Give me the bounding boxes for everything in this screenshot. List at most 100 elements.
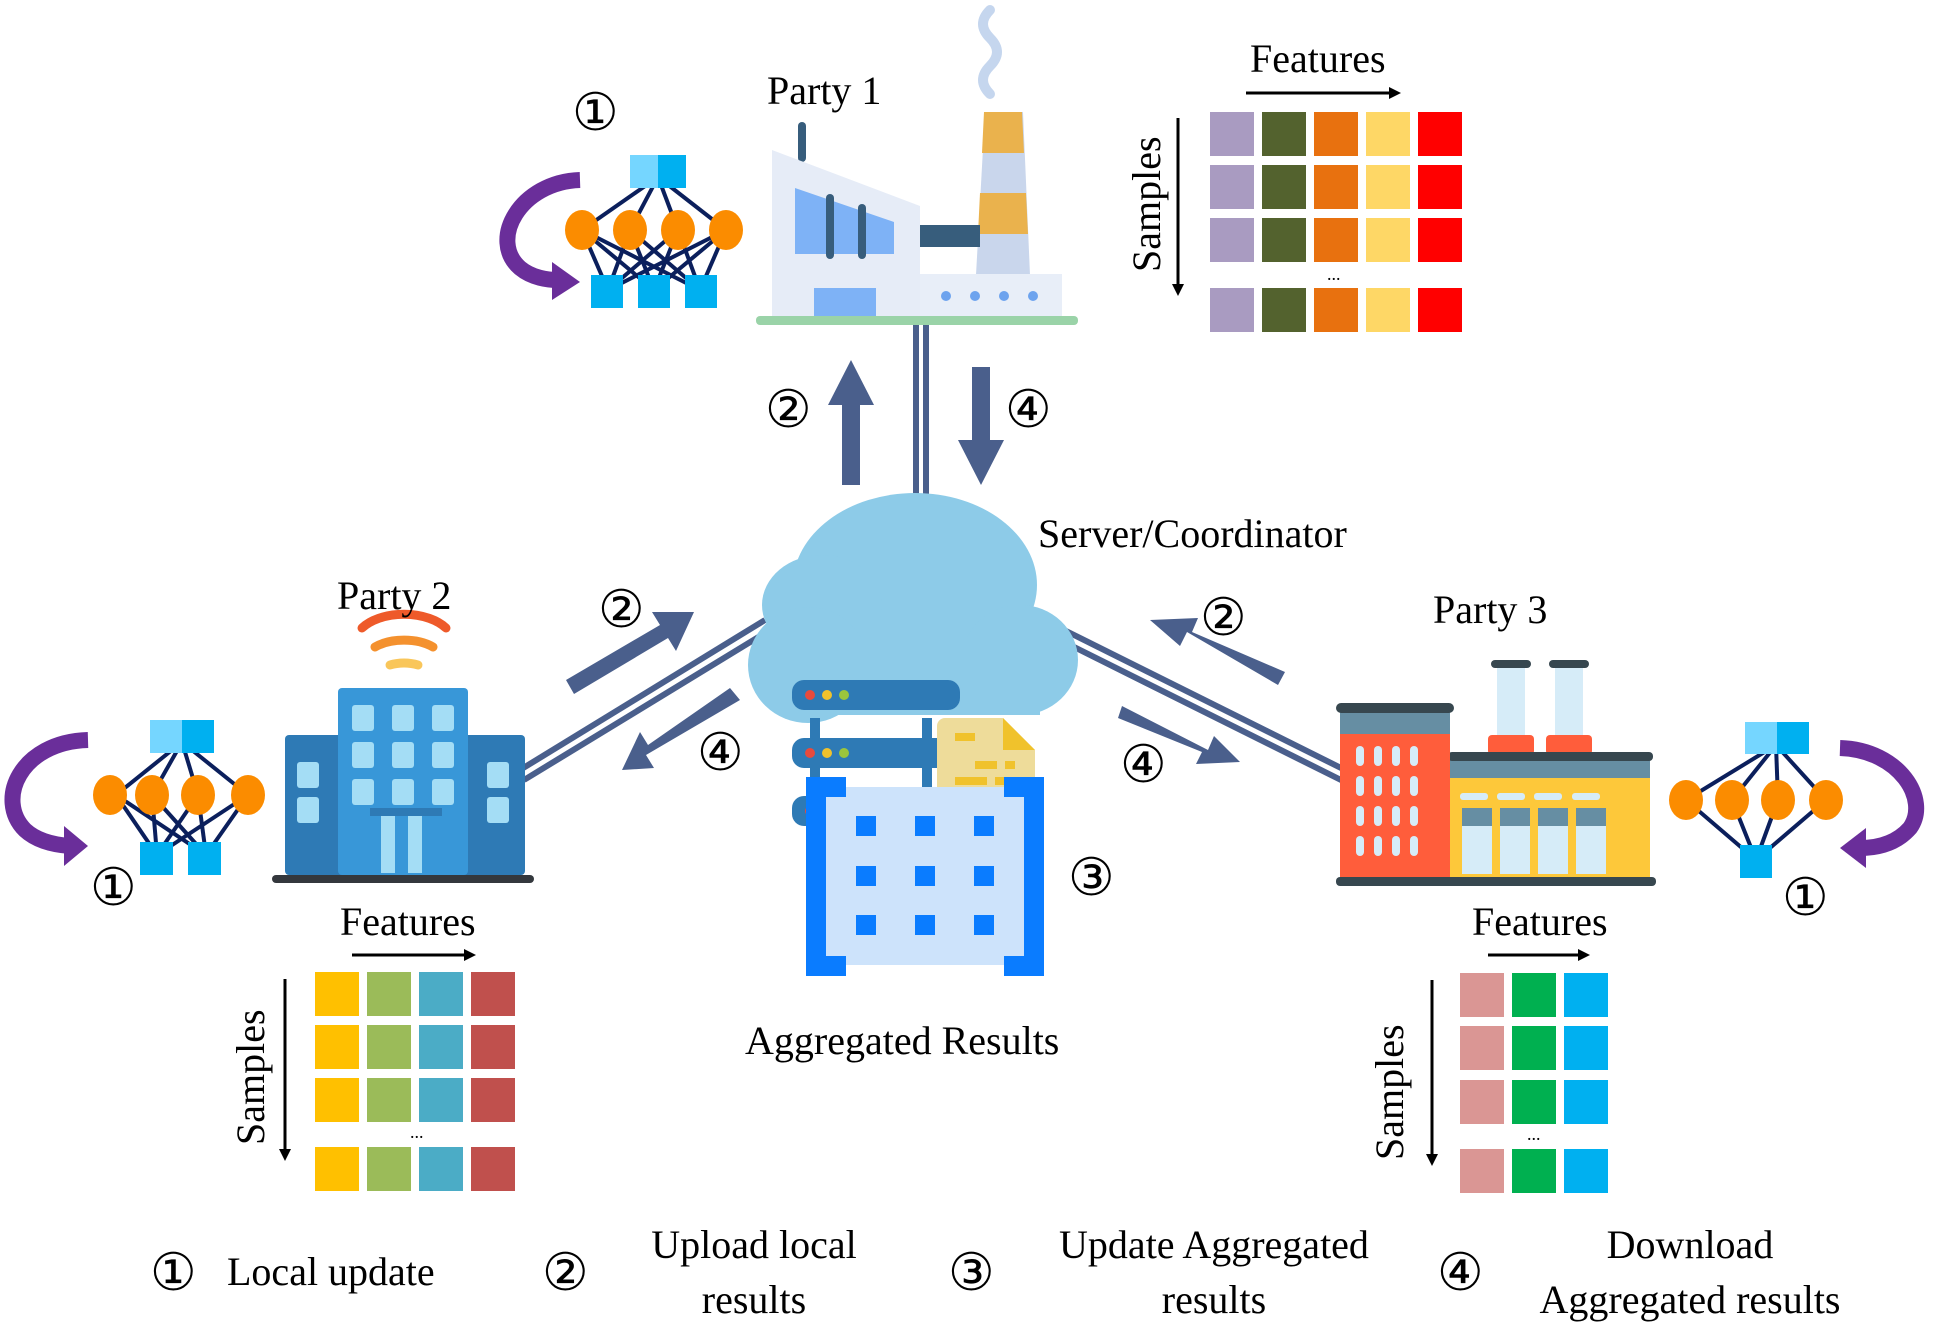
party1-ellipsis: ...: [1327, 264, 1341, 284]
legend: ① Local update ② Upload local results ③ …: [150, 1222, 1841, 1322]
upload-marker-party2: ②: [598, 582, 645, 639]
legend-text-line2: results: [1162, 1277, 1266, 1322]
matrix-cell: [1564, 1080, 1608, 1124]
matrix-cell: [419, 972, 463, 1016]
upload-arrow-party1: [828, 360, 874, 485]
matrix-cell: [1210, 218, 1254, 262]
party1-features-label: Features: [1250, 36, 1386, 81]
party3-factory-icon: [1336, 660, 1656, 886]
matrix-cell: [1262, 165, 1306, 209]
legend-item-download: ④ Download Aggregated results: [1437, 1222, 1841, 1322]
matrix-cell: [1210, 112, 1254, 156]
matrix-cell: [315, 1078, 359, 1122]
matrix-cell: [1210, 288, 1254, 332]
legend-item-local-update: ① Local update: [150, 1245, 435, 1302]
matrix-cell: [315, 1147, 359, 1191]
aggregated-step-marker: ③: [1068, 850, 1115, 907]
matrix-cell: [1460, 1026, 1504, 1070]
matrix-cell: [1460, 1149, 1504, 1193]
matrix-cell: [419, 1025, 463, 1069]
matrix-cell: [1418, 165, 1462, 209]
party1-samples-label: Samples: [1124, 136, 1169, 272]
party2-step-marker: ①: [90, 860, 137, 917]
party3-neural-network-icon: [1669, 722, 1925, 878]
matrix-cell: [1512, 973, 1556, 1017]
legend-text-line1: Upload local: [651, 1222, 857, 1267]
legend-item-update-aggregated: ③ Update Aggregated results: [948, 1222, 1369, 1322]
party3-samples-label: Samples: [1367, 1024, 1412, 1160]
party1-data-matrix: Features Samples ...: [1124, 36, 1462, 332]
matrix-cell: [315, 972, 359, 1016]
matrix-cell: [1262, 218, 1306, 262]
matrix-cell: [1460, 973, 1504, 1017]
matrix-cell: [367, 1078, 411, 1122]
matrix-cell: [1418, 288, 1462, 332]
matrix-cell: [367, 972, 411, 1016]
matrix-cell: [471, 972, 515, 1016]
matrix-cell: [1366, 288, 1410, 332]
matrix-cell: [1366, 218, 1410, 262]
matrix-cell: [1314, 165, 1358, 209]
download-marker-party3: ④: [1120, 737, 1167, 794]
legend-marker: ③: [948, 1245, 995, 1302]
party2-ellipsis: ...: [410, 1122, 424, 1142]
matrix-cell: [1314, 288, 1358, 332]
matrix-cell: [1366, 112, 1410, 156]
matrix-cell: [1460, 1080, 1504, 1124]
link-party2: [518, 617, 772, 783]
upload-arrow-party3: [1150, 618, 1285, 685]
matrix-cell: [471, 1078, 515, 1122]
party3-matrix-cells: [1460, 973, 1608, 1193]
matrix-cell: [1564, 1026, 1608, 1070]
matrix-cell: [1366, 165, 1410, 209]
party3-data-matrix: Features Samples ...: [1367, 899, 1608, 1193]
legend-text-line2: results: [702, 1277, 806, 1322]
legend-text-line2: Aggregated results: [1539, 1277, 1840, 1322]
matrix-cell: [315, 1025, 359, 1069]
party2-matrix-cells: [315, 972, 515, 1191]
download-arrow-party1: [958, 367, 1004, 485]
download-marker-party1: ④: [1005, 382, 1052, 439]
matrix-cell: [1564, 1149, 1608, 1193]
matrix-cell: [1512, 1149, 1556, 1193]
server-label: Server/Coordinator: [1038, 511, 1347, 556]
matrix-cell: [1512, 1026, 1556, 1070]
matrix-cell: [367, 1025, 411, 1069]
link-party1: [913, 322, 929, 500]
legend-marker: ②: [542, 1245, 589, 1302]
party1-factory-icon: [756, 5, 1078, 325]
link-party3: [1054, 625, 1347, 785]
legend-text: Local update: [227, 1249, 435, 1294]
matrix-cell: [1314, 218, 1358, 262]
matrix-cell: [1314, 112, 1358, 156]
matrix-cell: [1564, 973, 1608, 1017]
matrix-cell: [471, 1025, 515, 1069]
matrix-cell: [1418, 112, 1462, 156]
matrix-cell: [1262, 288, 1306, 332]
matrix-cell: [419, 1147, 463, 1191]
legend-marker: ①: [150, 1245, 197, 1302]
party1-step-marker: ①: [572, 85, 619, 142]
legend-marker: ④: [1437, 1245, 1484, 1302]
party2-office-building-icon: [272, 609, 534, 883]
party1-neural-network-icon: [499, 155, 743, 308]
upload-marker-party1: ②: [765, 382, 812, 439]
party3-features-label: Features: [1472, 899, 1608, 944]
party1-label: Party 1: [767, 68, 881, 113]
matrix-cell: [1210, 165, 1254, 209]
party2-data-matrix: Features Samples ...: [228, 899, 515, 1191]
matrix-cell: [1262, 112, 1306, 156]
matrix-cell: [367, 1147, 411, 1191]
party2-samples-label: Samples: [228, 1009, 273, 1145]
matrix-cell: [419, 1078, 463, 1122]
aggregated-results-label: Aggregated Results: [745, 1018, 1059, 1063]
matrix-cell: [1512, 1080, 1556, 1124]
party3-label: Party 3: [1433, 587, 1547, 632]
party2-label: Party 2: [337, 573, 451, 618]
download-marker-party2: ④: [697, 725, 744, 782]
upload-arrow-party2: [566, 612, 694, 694]
party3-step-marker: ①: [1782, 870, 1829, 927]
legend-item-upload: ② Upload local results: [542, 1222, 857, 1322]
party2-neural-network-icon: [4, 720, 265, 875]
